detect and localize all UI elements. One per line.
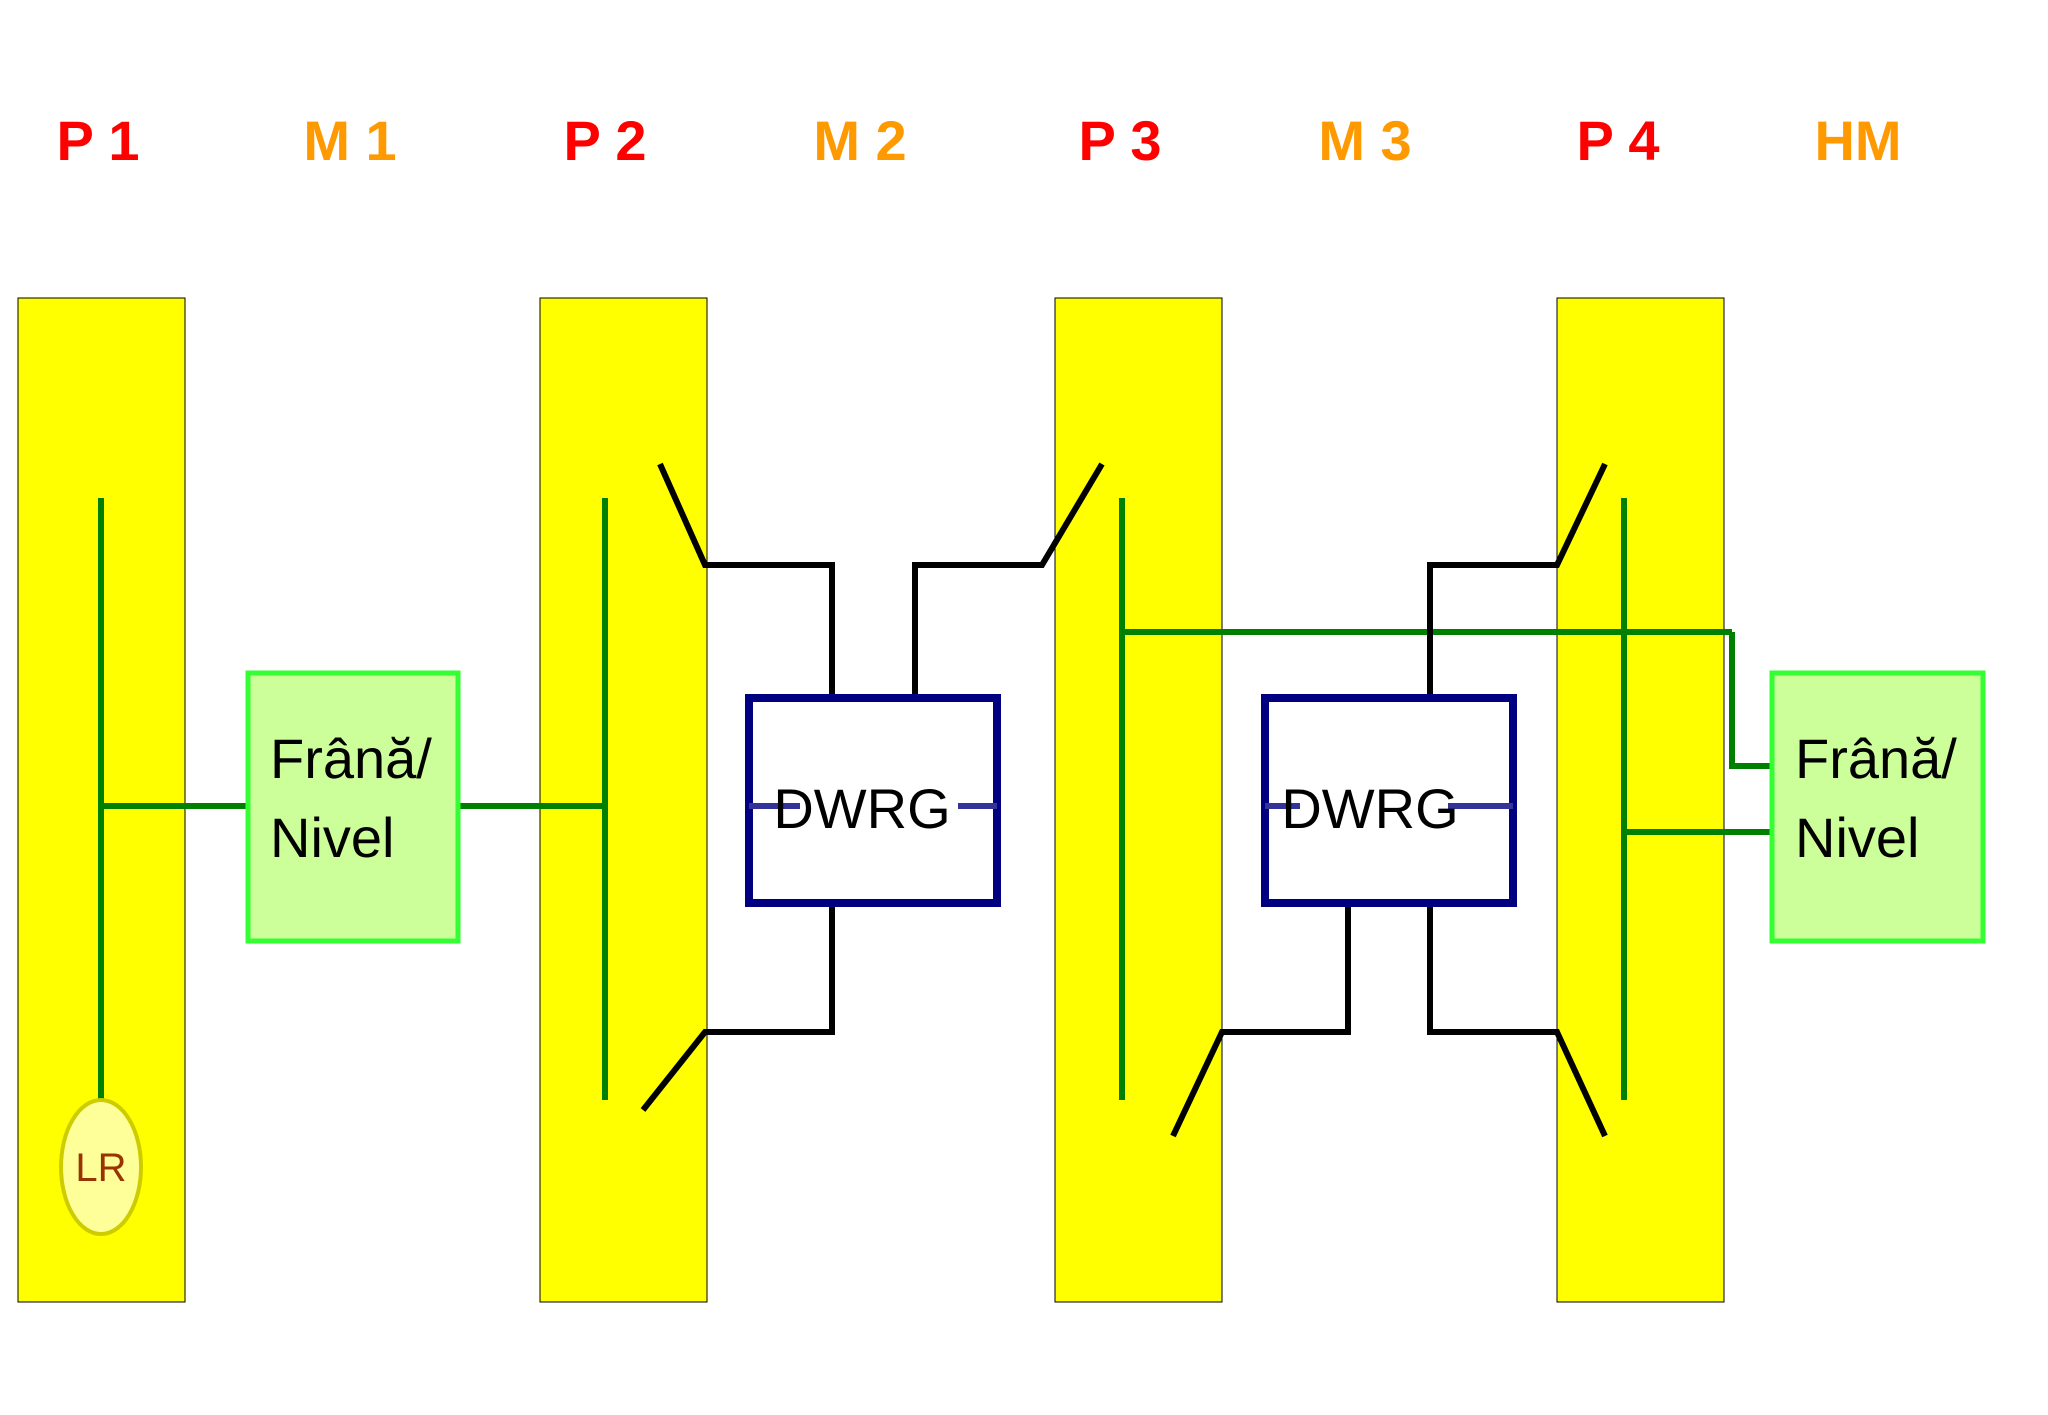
column-label-m2: M 2 (813, 109, 906, 172)
brake-right-line2: Nivel (1795, 806, 1919, 869)
switch-p2-top (657, 462, 835, 695)
switch-p2-bottom (640, 905, 835, 1112)
column-label-hm: HM (1814, 109, 1901, 172)
switch-p3-bottom (1170, 905, 1351, 1138)
brake-left-line1: Frână/ (270, 727, 432, 790)
column-label-p3: P 3 (1078, 109, 1161, 172)
column-label-p1: P 1 (56, 109, 139, 172)
platform-p3 (1054, 297, 1223, 1303)
track-to-brake-right-upper (1729, 632, 1772, 769)
switch-lines (640, 462, 1608, 1138)
dwrg-box-right: DWRG (1261, 694, 1517, 907)
column-label-m1: M 1 (303, 109, 396, 172)
brake-box-right: Frână/ Nivel (1769, 670, 1986, 944)
platform-p2 (539, 297, 708, 1303)
column-label-p4: P 4 (1576, 109, 1659, 172)
platform-p4 (1556, 297, 1725, 1303)
dwrg-left-label: DWRG (773, 777, 950, 840)
dwrg-box-left: DWRG (745, 694, 1001, 907)
lr-label: LR (75, 1146, 126, 1190)
column-label-m3: M 3 (1318, 109, 1411, 172)
switch-p4-top (1427, 462, 1608, 695)
switch-p3-top (912, 462, 1105, 695)
brake-right-line1: Frână/ (1795, 727, 1957, 790)
brake-box-left: Frână/ Nivel (245, 670, 461, 944)
dwrg-right-label: DWRG (1281, 777, 1458, 840)
lr-signal: LR (59, 1098, 143, 1236)
brake-left-line2: Nivel (270, 806, 394, 869)
switch-p4-bottom (1427, 905, 1608, 1138)
column-label-p2: P 2 (563, 109, 646, 172)
